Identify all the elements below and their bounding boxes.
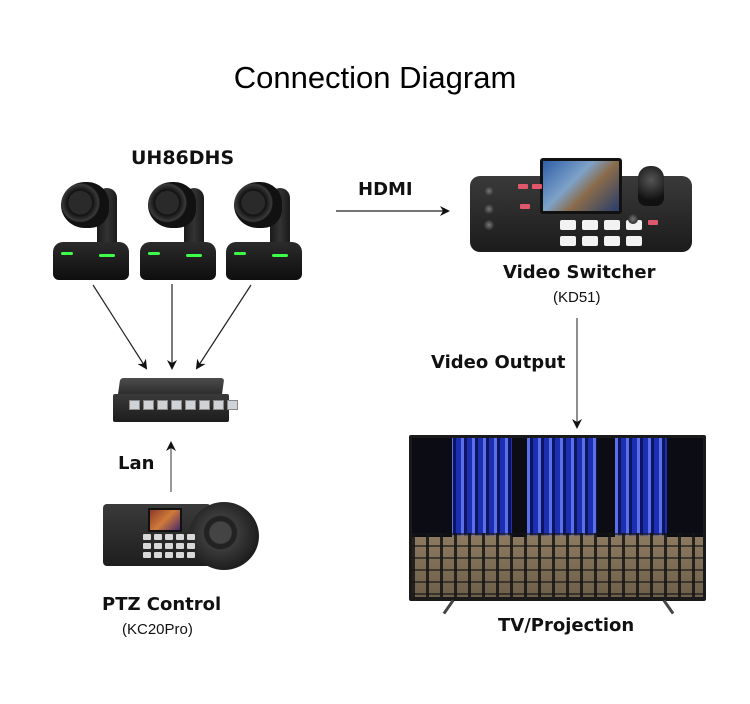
video-switcher-icon [470, 158, 692, 254]
tv-icon [409, 435, 706, 615]
diagram-title: Connection Diagram [233, 60, 517, 95]
ptz-camera-icon [226, 182, 302, 282]
arrow-cam3-to-switch [195, 284, 252, 370]
tv-projection-label: TV/Projection [498, 615, 635, 636]
ptz-camera-icon [53, 182, 129, 282]
ptz-control-model: (KC20Pro) [122, 621, 193, 638]
arrow-cam1-to-switch [92, 284, 148, 370]
network-switch-icon [113, 378, 238, 424]
video-switcher-label: Video Switcher [503, 262, 656, 283]
hdmi-label: HDMI [358, 179, 413, 200]
cameras-label: UH86DHS [131, 147, 235, 169]
ptz-control-label: PTZ Control [102, 594, 222, 615]
ptz-camera-icon [140, 182, 216, 282]
ptz-controller-icon [103, 502, 265, 570]
video-switcher-model: (KD51) [553, 289, 601, 306]
lan-label: Lan [118, 453, 155, 474]
video-output-label: Video Output [431, 352, 566, 373]
